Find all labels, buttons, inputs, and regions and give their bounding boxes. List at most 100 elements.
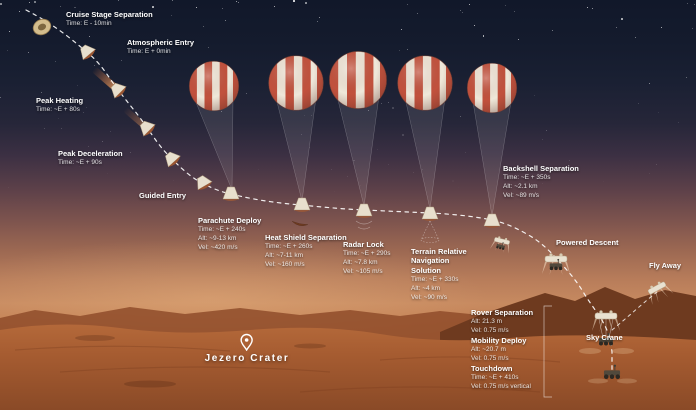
stage-label-powered-descent: Powered Descent xyxy=(556,238,619,248)
star xyxy=(474,24,476,26)
dune-lines xyxy=(14,345,561,393)
stage-title: Parachute Deploy xyxy=(198,216,262,225)
star xyxy=(195,6,197,8)
stage-title: Rover Separation xyxy=(471,308,534,317)
star xyxy=(635,36,637,38)
stage-detail: Vel: ~90 m/s xyxy=(411,293,447,301)
star xyxy=(380,102,382,104)
star xyxy=(319,16,321,18)
star xyxy=(569,160,571,162)
location-marker: Jezero Crater xyxy=(205,333,290,364)
parachute-cones xyxy=(194,95,512,217)
stage-detail: Time: ~E + 350s xyxy=(503,174,551,182)
star xyxy=(388,163,390,165)
star xyxy=(387,101,389,103)
star xyxy=(28,52,30,54)
stage-title: Peak Heating xyxy=(36,96,84,105)
star xyxy=(225,19,227,21)
sky-crane-bracket xyxy=(543,305,552,398)
star xyxy=(406,4,408,6)
star xyxy=(353,159,356,162)
stage-title: Cruise Stage Separation xyxy=(66,10,153,19)
star xyxy=(121,60,123,62)
stage-detail: Alt: ~20.7 m xyxy=(471,346,506,354)
radar-waves-icon xyxy=(355,220,373,230)
star xyxy=(44,127,46,129)
star xyxy=(74,6,76,9)
sky-crane-icon xyxy=(579,309,634,354)
star xyxy=(694,4,696,6)
star xyxy=(93,64,95,66)
star xyxy=(129,152,131,154)
stage-title: Peak Deceleration xyxy=(58,149,123,158)
star xyxy=(510,175,512,177)
star xyxy=(235,1,237,3)
star xyxy=(55,60,57,62)
trn-cone-icon xyxy=(420,220,440,243)
star xyxy=(172,0,174,1)
star xyxy=(45,102,47,104)
stage-detail: Vel: ~89 m/s xyxy=(503,191,539,199)
star xyxy=(542,183,543,185)
star xyxy=(238,2,240,4)
star xyxy=(109,131,111,133)
stage-detail: Alt: 21.3 m xyxy=(471,318,503,326)
stage-title: Powered Descent xyxy=(556,238,619,247)
star xyxy=(685,77,687,79)
stage-title: Heat Shield Separation xyxy=(265,233,347,242)
stage-detail: Time: ~E + 290s xyxy=(343,250,391,258)
stage-title: Fly Away xyxy=(649,261,682,270)
star xyxy=(660,26,662,28)
stage-title: Sky Crane xyxy=(586,333,623,342)
star xyxy=(621,18,623,21)
star xyxy=(257,168,259,170)
star xyxy=(117,0,119,2)
star xyxy=(517,39,519,41)
trajectory-path xyxy=(25,9,613,373)
star xyxy=(82,112,84,114)
star xyxy=(591,8,593,10)
stage-detail: Vel: ~105 m/s xyxy=(343,267,383,275)
sky-crane-cables xyxy=(598,318,614,339)
star xyxy=(587,7,588,9)
star xyxy=(18,11,20,13)
stage-label-fly-away: Fly Away xyxy=(649,261,681,271)
star xyxy=(552,30,554,32)
stage-detail: Alt: ~4 km xyxy=(411,284,441,292)
star xyxy=(638,103,640,105)
stage-detail: Vel: ~420 m/s xyxy=(198,243,238,251)
star xyxy=(347,175,349,177)
location-pin-icon xyxy=(240,333,254,351)
star xyxy=(692,28,694,30)
stage-title: Mobility Deploy xyxy=(471,336,527,345)
star xyxy=(421,169,423,171)
star xyxy=(546,130,548,132)
stage-detail: Time: ~E + 260s xyxy=(265,243,313,251)
star xyxy=(464,151,466,153)
star xyxy=(416,12,418,14)
stage-detail: Vel: 0.75 m/s xyxy=(471,355,509,363)
star xyxy=(459,115,461,117)
star xyxy=(648,82,650,84)
star xyxy=(0,97,2,98)
star xyxy=(482,34,485,37)
star xyxy=(40,91,42,93)
star xyxy=(221,7,223,9)
touchdown-rover-icon xyxy=(588,364,637,384)
stage-title: Backshell Separation xyxy=(503,164,579,173)
star xyxy=(171,15,173,17)
star xyxy=(360,185,362,187)
star xyxy=(468,3,470,5)
star xyxy=(402,134,405,136)
star xyxy=(57,118,59,120)
